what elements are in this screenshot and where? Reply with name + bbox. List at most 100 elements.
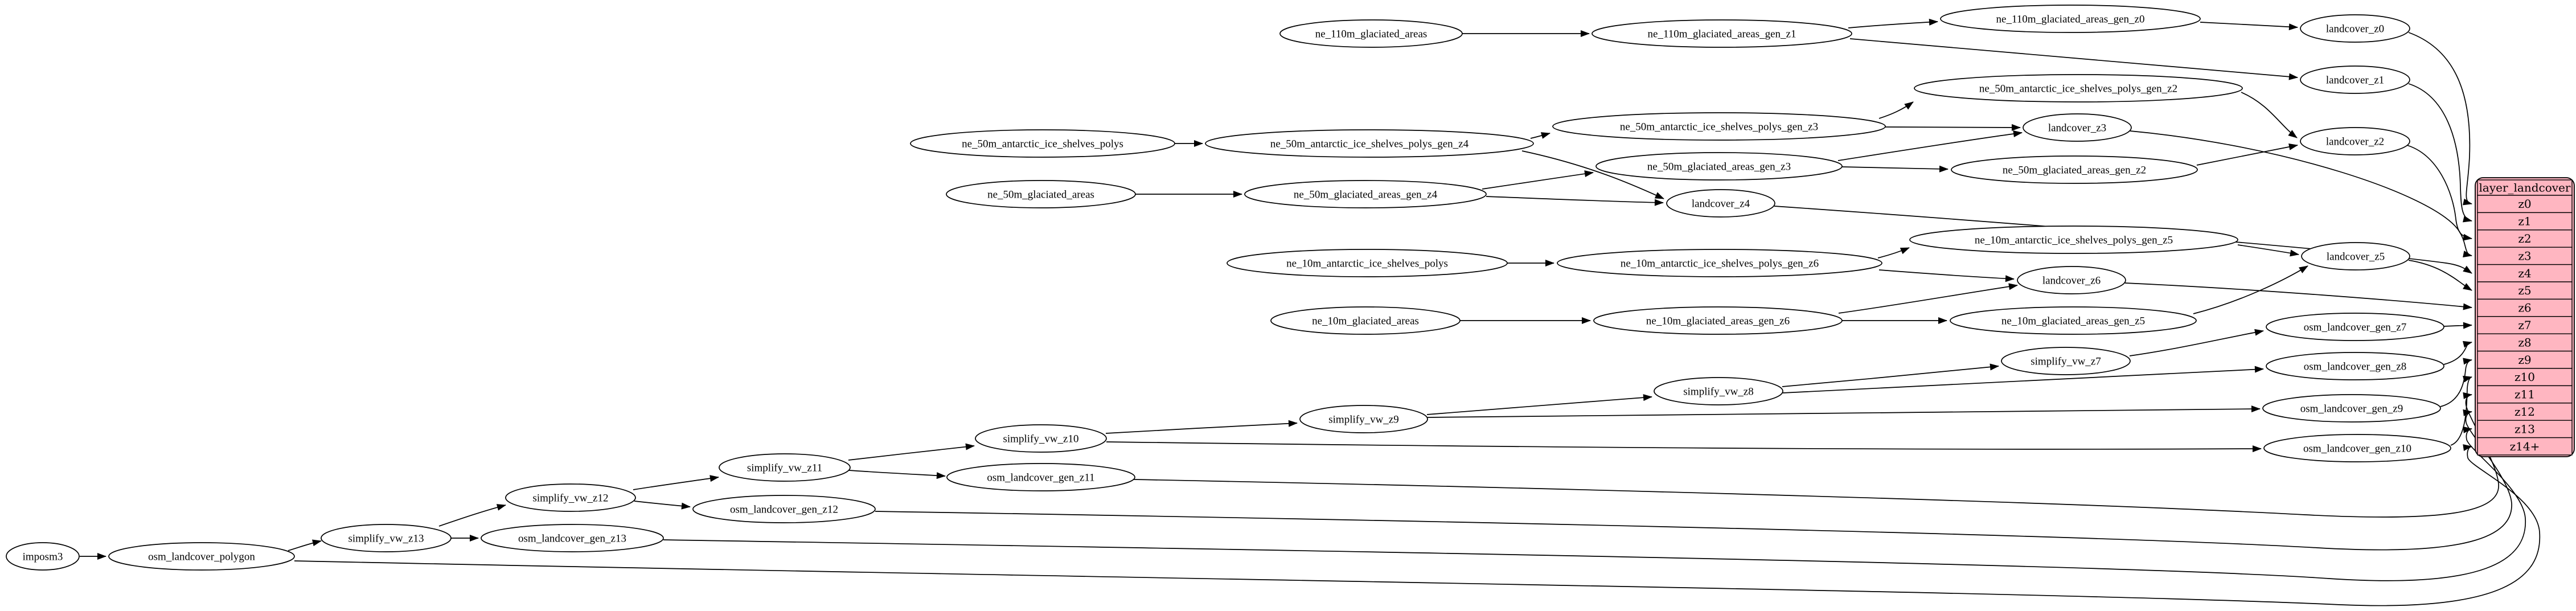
edge-simplify_vw_z8-osm_landcover_gen_z8 xyxy=(1782,366,2264,393)
node-imposm3-label: imposm3 xyxy=(23,551,63,563)
node-ne_10m_glaciated_areas_gen_z5-shape xyxy=(1950,306,2197,335)
node-landcover_z4: landcover_z4 xyxy=(1666,189,1775,218)
node-osm_landcover_gen_z10: osm_landcover_gen_z10 xyxy=(2263,434,2451,462)
node-simplify_vw_z12-shape xyxy=(505,483,636,512)
node-ne_50m_antarctic_ice_shelves_polys-shape xyxy=(910,129,1175,158)
edge-simplify_vw_z11-osm_landcover_gen_z11 xyxy=(848,470,946,479)
layer-landcover-table: layer_landcover z0 z1 z2 z3 z4 z5 z6 z7 … xyxy=(2475,177,2575,457)
edge-ne_10m_ant_gen_z6-gen_z5 xyxy=(1877,247,1910,259)
node-simplify_vw_z11-shape xyxy=(719,453,851,482)
edge-landcover_z4-row_z4 xyxy=(1774,206,2472,274)
node-ne_10m_glaciated_areas: ne_10m_glaciated_areas xyxy=(1270,306,1461,335)
node-landcover_z0-shape xyxy=(2300,14,2410,43)
node-ne_110m_glaciated_areas-shape xyxy=(1279,19,1463,48)
node-ne_50m_glaciated_areas: ne_50m_glaciated_areas xyxy=(946,180,1136,208)
node-ne_50m_antarctic_ice_shelves_polys_gen_z3-shape xyxy=(1552,112,1886,141)
node-simplify_vw_z10-shape xyxy=(975,424,1107,453)
node-ne_10m_antarctic_ice_shelves_polys_gen_z6: ne_10m_antarctic_ice_shelves_polys_gen_z… xyxy=(1557,249,1882,277)
node-ne_50m_glaciated_areas_gen_z4-label: ne_50m_glaciated_areas_gen_z4 xyxy=(1294,189,1438,201)
edge-ne_50m_ant_gen_z4-gen_z3 xyxy=(1530,132,1550,139)
node-osm_landcover_gen_z13-shape xyxy=(481,524,664,552)
edge-osm_gen_z8-row_z8 xyxy=(2443,341,2472,365)
edge-osm_gen_z10-row_z10 xyxy=(2450,375,2472,446)
node-osm_landcover_gen_z7-shape xyxy=(2266,313,2444,341)
edge-ne_50m_glac_gen_z4-gen_z3 xyxy=(1482,170,1594,190)
edge-landcover_z3-row_z3 xyxy=(2130,130,2472,257)
table-row-z5-label: z5 xyxy=(2518,284,2531,297)
node-ne_50m_glaciated_areas_gen_z4-shape xyxy=(1244,180,1487,208)
node-ne_50m_glaciated_areas_gen_z3-label: ne_50m_glaciated_areas_gen_z3 xyxy=(1647,161,1791,173)
edge-ne_10m_glac_gen_z6-landcover_z6 xyxy=(1838,283,2018,314)
node-osm_landcover_gen_z13: osm_landcover_gen_z13 xyxy=(481,524,664,552)
node-ne_10m_antarctic_ice_shelves_polys_gen_z5: ne_10m_antarctic_ice_shelves_polys_gen_z… xyxy=(1909,225,2238,254)
edge-simplify_vw_z12-simplify_vw_z11 xyxy=(633,475,719,490)
node-simplify_vw_z8-label: simplify_vw_z8 xyxy=(1683,386,1754,398)
node-osm_landcover_gen_z7: osm_landcover_gen_z7 xyxy=(2266,313,2444,341)
edge-simplify_vw_z7-osm_landcover_gen_z7 xyxy=(2129,329,2264,356)
table-row-z14-label: z14+ xyxy=(2510,440,2540,453)
node-ne_110m_glaciated_areas_gen_z0-shape xyxy=(1940,5,2201,33)
edge-landcover_z1-row_z1 xyxy=(2408,83,2472,223)
table-row-z7-bg xyxy=(2477,316,2573,334)
nodes: ne_110m_glaciated_areas ne_110m_glaciate… xyxy=(6,5,2451,571)
node-osm_landcover_gen_z8: osm_landcover_gen_z8 xyxy=(2266,352,2444,380)
node-ne_50m_antarctic_ice_shelves_polys_gen_z3: ne_50m_antarctic_ice_shelves_polys_gen_z… xyxy=(1552,112,1886,141)
node-simplify_vw_z7-shape xyxy=(2001,347,2131,375)
node-simplify_vw_z13-shape xyxy=(321,524,452,552)
node-ne_50m_glaciated_areas_gen_z3: ne_50m_glaciated_areas_gen_z3 xyxy=(1595,152,1843,181)
table-row-z8-label: z8 xyxy=(2518,335,2531,349)
node-landcover_z6-shape xyxy=(2017,266,2126,294)
node-landcover_z1: landcover_z1 xyxy=(2300,65,2410,94)
edge-ne_50m_ant_gen_z3-gen_z2 xyxy=(1878,101,1914,119)
table-row-z11-bg xyxy=(2477,385,2573,404)
node-ne_10m_antarctic_ice_shelves_polys-label: ne_10m_antarctic_ice_shelves_polys xyxy=(1286,258,1448,270)
node-ne_50m_antarctic_ice_shelves_polys_gen_z4-shape xyxy=(1205,129,1534,158)
node-landcover_z6: landcover_z6 xyxy=(2017,266,2126,294)
node-simplify_vw_z10: simplify_vw_z10 xyxy=(975,424,1107,453)
table-row-z7-label: z7 xyxy=(2518,318,2531,332)
node-simplify_vw_z12: simplify_vw_z12 xyxy=(505,483,636,512)
node-ne_10m_antarctic_ice_shelves_polys_gen_z5-shape xyxy=(1909,225,2238,254)
node-osm_landcover_gen_z9: osm_landcover_gen_z9 xyxy=(2262,394,2441,423)
node-landcover_z0-label: landcover_z0 xyxy=(2326,23,2384,35)
node-landcover_z1-shape xyxy=(2300,65,2410,94)
node-ne_110m_glaciated_areas-label: ne_110m_glaciated_areas xyxy=(1315,28,1428,40)
node-simplify_vw_z10-label: simplify_vw_z10 xyxy=(1003,433,1079,445)
edge-ne_110m_gen_z1-landcover_z1 xyxy=(1849,38,2298,80)
node-landcover_z2: landcover_z2 xyxy=(2300,127,2410,155)
node-landcover_z1-label: landcover_z1 xyxy=(2326,75,2384,87)
edge-simplify_vw_z13-simplify_vw_z12 xyxy=(438,504,506,527)
edge-landcover_z6-row_z6 xyxy=(2124,282,2472,310)
node-landcover_z5-shape xyxy=(2301,242,2410,270)
table-row-z2-bg xyxy=(2477,229,2573,248)
edge-ne_50m_glac_gen_z3-gen_z2 xyxy=(1841,165,1949,173)
node-ne_50m_antarctic_ice_shelves_polys-label: ne_50m_antarctic_ice_shelves_polys xyxy=(962,138,1123,150)
table-row-z0-label: z0 xyxy=(2518,197,2531,211)
edge-simplify_vw_z10-osm_landcover_gen_z10 xyxy=(1106,441,2262,453)
node-ne_10m_antarctic_ice_shelves_polys: ne_10m_antarctic_ice_shelves_polys xyxy=(1227,249,1508,277)
table-row-z13-bg xyxy=(2477,420,2573,438)
node-simplify_vw_z9: simplify_vw_z9 xyxy=(1299,405,1428,433)
node-ne_50m_glaciated_areas_gen_z4: ne_50m_glaciated_areas_gen_z4 xyxy=(1244,180,1487,208)
node-osm_landcover_gen_z12-label: osm_landcover_gen_z12 xyxy=(730,504,838,516)
node-ne_10m_antarctic_ice_shelves_polys_gen_z6-shape xyxy=(1557,249,1882,277)
node-simplify_vw_z13: simplify_vw_z13 xyxy=(321,524,452,552)
table-row-z1-label: z1 xyxy=(2518,215,2531,228)
layer-table-title: layer_landcover xyxy=(2479,181,2571,195)
node-osm_landcover_gen_z10-label: osm_landcover_gen_z10 xyxy=(2303,443,2411,455)
node-simplify_vw_z11-label: simplify_vw_z11 xyxy=(747,462,822,474)
table-row-z11-label: z11 xyxy=(2515,388,2535,401)
node-osm_landcover_polygon: osm_landcover_polygon xyxy=(108,542,295,571)
edge-ne_50m_glac_gen_z4-landcover_z4 xyxy=(1486,196,1664,206)
node-ne_110m_glaciated_areas_gen_z1-shape xyxy=(1591,19,1852,48)
node-landcover_z0: landcover_z0 xyxy=(2300,14,2410,43)
node-osm_landcover_polygon-shape xyxy=(108,542,295,571)
node-ne_110m_glaciated_areas_gen_z0-label: ne_110m_glaciated_areas_gen_z0 xyxy=(1996,14,2145,26)
edge-simplify_vw_z8-simplify_vw_z7 xyxy=(1782,363,1999,387)
edge-simplify_vw_z12-osm_landcover_gen_z12 xyxy=(634,501,691,510)
node-osm_landcover_gen_z11: osm_landcover_gen_z11 xyxy=(946,463,1135,491)
edge-ne_10m_ant_gen_z6-landcover_z6 xyxy=(1878,269,2015,282)
edge-osm_gen_z9-row_z9 xyxy=(2440,358,2472,407)
edge-osm_landcover_polygon-row_z14 xyxy=(294,444,2541,606)
